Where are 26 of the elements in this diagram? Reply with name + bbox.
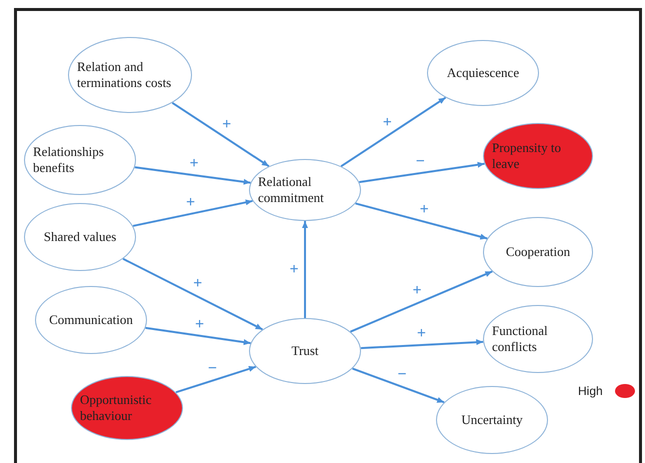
node-label: Communication [49,312,133,328]
arrow [352,368,444,404]
node-label: Functional conflicts [492,322,549,356]
arrow [122,258,263,330]
node-label: Relationships benefits [33,144,105,176]
arrow [302,221,308,318]
node-label: Acquiescence [446,64,520,82]
node-label: Shared values [44,228,116,246]
node-label: Relational commitment [258,174,325,206]
node-label: Propensity to leave [492,140,562,172]
arrow [355,202,488,240]
legend-label: High [578,383,603,400]
arrow [132,199,253,227]
arrow [350,270,493,333]
arrow [359,162,485,184]
node-label: Uncertainty [461,412,523,428]
arrow [134,166,251,185]
arrow [176,366,256,394]
arrow [360,339,484,350]
node-label: Cooperation [506,244,570,260]
node-label: Opportunistic behaviour [80,392,152,424]
node-label: Trust [292,342,318,360]
arrow [145,326,251,346]
arrow [340,96,446,168]
node-label: Relation and terminations costs [77,58,172,92]
arrow [172,102,270,168]
